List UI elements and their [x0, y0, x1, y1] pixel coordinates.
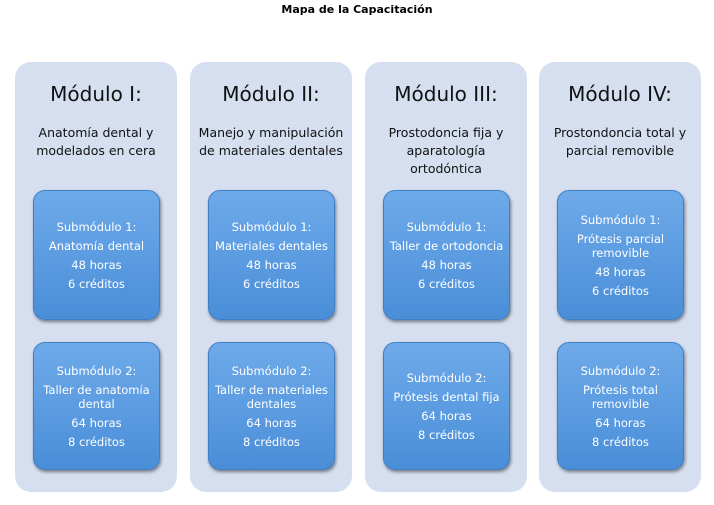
submodule-label: Submódulo 1: [56, 219, 137, 234]
submodule-name: Materiales dentales [215, 238, 328, 253]
submodule-credits: 6 créditos [68, 276, 125, 291]
submodule-label: Submódulo 2: [231, 363, 312, 378]
module-description: Anatomía dental y modelados en cera [36, 125, 156, 158]
submodule-credits: 8 créditos [418, 427, 475, 442]
module-heading: Módulo IV: [568, 82, 672, 106]
submodule-label: Submódulo 1: [580, 212, 661, 227]
submodule-hours: 64 horas [595, 415, 646, 430]
module-description: Prostodoncia fija y aparatología ortodón… [388, 125, 504, 176]
submodule-name: Prótesis parcial removible [576, 231, 665, 260]
submodule-name: Prótesis total removible [583, 382, 658, 411]
submodule-box: Submódulo 2: Prótesis dental fija 64 hor… [383, 342, 510, 470]
submodule-hours: 48 horas [71, 257, 122, 272]
submodule-credits: 8 créditos [68, 434, 125, 449]
submodule-box: Submódulo 1: Taller de ortodoncia 48 hor… [383, 190, 510, 320]
module-column: Módulo III: Prostodoncia fija y aparatol… [365, 62, 527, 492]
module-heading: Módulo II: [222, 82, 320, 106]
submodule-hours: 48 horas [595, 264, 646, 279]
submodule-hours: 48 horas [246, 257, 297, 272]
submodule-box: Submódulo 1: Materiales dentales 48 hora… [208, 190, 335, 320]
submodule-name: Taller de materiales dentales [214, 382, 329, 411]
submodule-hours: 64 horas [246, 415, 297, 430]
submodule-hours: 64 horas [421, 408, 472, 423]
submodule-box: Submódulo 2: Taller de materiales dental… [208, 342, 335, 470]
module-description: Prostondoncia total y parcial removible [553, 125, 687, 158]
submodule-credits: 8 créditos [243, 434, 300, 449]
submodule-credits: 6 créditos [418, 276, 475, 291]
submodule-box: Submódulo 2: Prótesis total removible 64… [557, 342, 684, 470]
module-heading: Módulo I: [50, 82, 142, 106]
submodule-hours: 48 horas [421, 257, 472, 272]
submodule-box: Submódulo 1: Anatomía dental 48 horas 6 … [33, 190, 160, 320]
module-column: Módulo II: Manejo y manipulación de mate… [190, 62, 352, 492]
submodule-box: Submódulo 1: Prótesis parcial removible … [557, 190, 684, 320]
submodule-name: Anatomía dental [48, 238, 145, 253]
submodule-label: Submódulo 2: [406, 370, 487, 385]
page-title: Mapa de la Capacitación [281, 3, 433, 16]
submodule-hours: 64 horas [71, 415, 122, 430]
submodule-label: Submódulo 2: [580, 363, 661, 378]
submodule-credits: 6 créditos [592, 283, 649, 298]
submodule-credits: 8 créditos [592, 434, 649, 449]
submodule-label: Submódulo 1: [231, 219, 312, 234]
module-column: Módulo IV: Prostondoncia total y parcial… [539, 62, 701, 492]
submodule-label: Submódulo 1: [406, 219, 487, 234]
module-column: Módulo I: Anatomía dental y modelados en… [15, 62, 177, 492]
submodule-name: Taller de anatomía dental [43, 382, 150, 411]
submodule-name: Prótesis dental fija [393, 389, 500, 404]
module-heading: Módulo III: [394, 82, 498, 106]
submodule-label: Submódulo 2: [56, 363, 137, 378]
module-description: Manejo y manipulación de materiales dent… [198, 125, 344, 158]
submodule-name: Taller de ortodoncia [389, 238, 504, 253]
submodule-box: Submódulo 2: Taller de anatomía dental 6… [33, 342, 160, 470]
submodule-credits: 6 créditos [243, 276, 300, 291]
